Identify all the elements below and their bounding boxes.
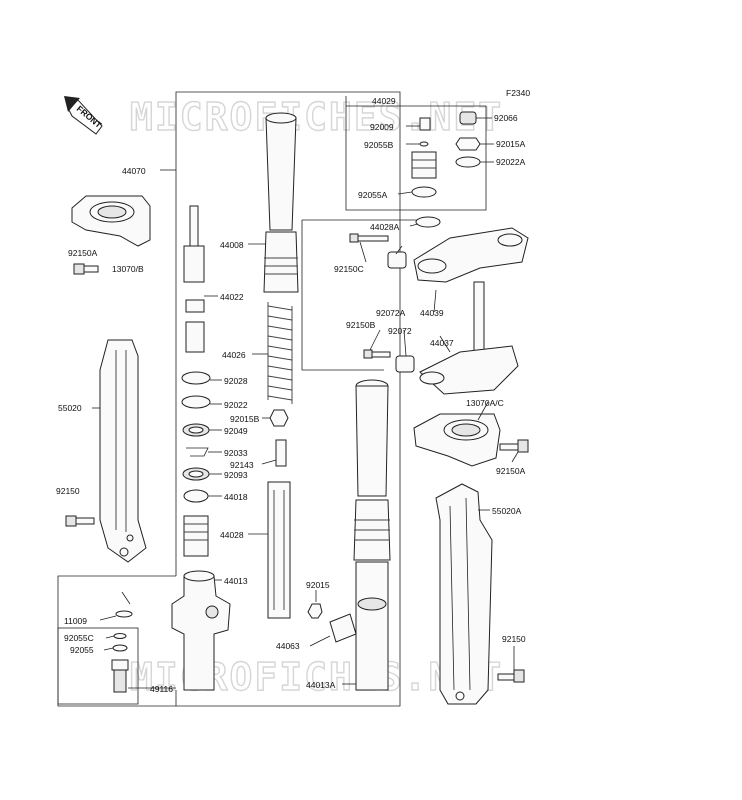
label-92066: 92066 bbox=[494, 113, 518, 123]
label-92055A: 92055A bbox=[358, 190, 388, 200]
stem-nut-parts bbox=[455, 111, 481, 168]
bolt-92150B bbox=[363, 349, 415, 373]
part-labels: F2340 44070 44029 92009 92055B 92055A 44… bbox=[56, 88, 530, 694]
label-44029: 44029 bbox=[372, 96, 396, 106]
label-92150A-top: 92150A bbox=[68, 248, 98, 258]
assembly-frame bbox=[57, 91, 487, 707]
lower-clamp-left bbox=[71, 195, 151, 247]
label-92055C: 92055C bbox=[64, 633, 94, 643]
label-92072A: 92072A bbox=[376, 308, 406, 318]
inner-tube-44008 bbox=[263, 112, 299, 293]
label-92150C: 92150C bbox=[334, 264, 364, 274]
fork-guard-left bbox=[99, 339, 147, 563]
label-44013: 44013 bbox=[224, 576, 248, 586]
label-92028: 92028 bbox=[224, 376, 248, 386]
label-92033: 92033 bbox=[224, 448, 248, 458]
seal-stack bbox=[181, 371, 211, 557]
bolt-92150-left bbox=[65, 515, 95, 527]
bolt-92150-right bbox=[497, 669, 525, 683]
label-44018: 44018 bbox=[224, 492, 248, 502]
damper-rod-44022 bbox=[183, 205, 205, 353]
label-92055: 92055 bbox=[70, 645, 94, 655]
label-44013A: 44013A bbox=[306, 680, 336, 690]
label-92009: 92009 bbox=[370, 122, 394, 132]
drain-parts bbox=[111, 591, 133, 693]
collar-92143 bbox=[275, 439, 287, 467]
fork-spring-44026 bbox=[267, 302, 293, 404]
clamp-bolts-92150C bbox=[349, 233, 407, 269]
label-92150A-right: 92150A bbox=[496, 466, 526, 476]
label-92150-left: 92150 bbox=[56, 486, 80, 496]
label-92015B: 92015B bbox=[230, 414, 260, 424]
axle-clamp-44063 bbox=[307, 603, 357, 643]
label-92022: 92022 bbox=[224, 400, 248, 410]
label-92093: 92093 bbox=[224, 470, 248, 480]
bolt-92150A-top bbox=[73, 263, 99, 275]
label-92055B: 92055B bbox=[364, 140, 394, 150]
outer-tube-44013A bbox=[353, 379, 391, 691]
diagram-code: F2340 bbox=[506, 88, 530, 98]
outer-tube-44013 bbox=[171, 570, 231, 691]
washer-44028A bbox=[415, 216, 441, 228]
lower-clamp-right bbox=[413, 413, 501, 467]
label-92022A: 92022A bbox=[496, 157, 526, 167]
label-92015: 92015 bbox=[306, 580, 330, 590]
label-44039: 44039 bbox=[420, 308, 444, 318]
label-44063: 44063 bbox=[276, 641, 300, 651]
bolt-92150A-right bbox=[499, 439, 529, 453]
front-arrow-icon: FRONT bbox=[64, 96, 104, 135]
label-92143: 92143 bbox=[230, 460, 254, 470]
label-92015A: 92015A bbox=[496, 139, 526, 149]
label-13070AC: 13070A/C bbox=[466, 398, 504, 408]
label-55020: 55020 bbox=[58, 403, 82, 413]
label-44028A: 44028A bbox=[370, 222, 400, 232]
label-55020A: 55020A bbox=[492, 506, 522, 516]
nut-92015B bbox=[269, 409, 289, 427]
label-92150-right: 92150 bbox=[502, 634, 526, 644]
upper-triple-clamp bbox=[413, 227, 529, 283]
cylinder-44028 bbox=[267, 481, 291, 619]
watermark-top: MICROFICHES.NET bbox=[130, 95, 503, 139]
label-44026: 44026 bbox=[222, 350, 246, 360]
steering-stem bbox=[419, 281, 519, 395]
label-92150B: 92150B bbox=[346, 320, 376, 330]
fork-guard-right bbox=[435, 483, 493, 705]
label-49116: 49116 bbox=[150, 684, 173, 694]
label-44022: 44022 bbox=[220, 292, 244, 302]
label-11009: 11009 bbox=[64, 616, 87, 626]
label-44028: 44028 bbox=[220, 530, 244, 540]
label-92049: 92049 bbox=[224, 426, 248, 436]
label-44070: 44070 bbox=[122, 166, 146, 176]
leader-lines bbox=[92, 117, 519, 689]
label-44037: 44037 bbox=[430, 338, 454, 348]
label-44008: 44008 bbox=[220, 240, 244, 250]
label-13070B: 13070/B bbox=[112, 264, 144, 274]
top-cap-parts bbox=[411, 117, 437, 198]
label-92072: 92072 bbox=[388, 326, 412, 336]
